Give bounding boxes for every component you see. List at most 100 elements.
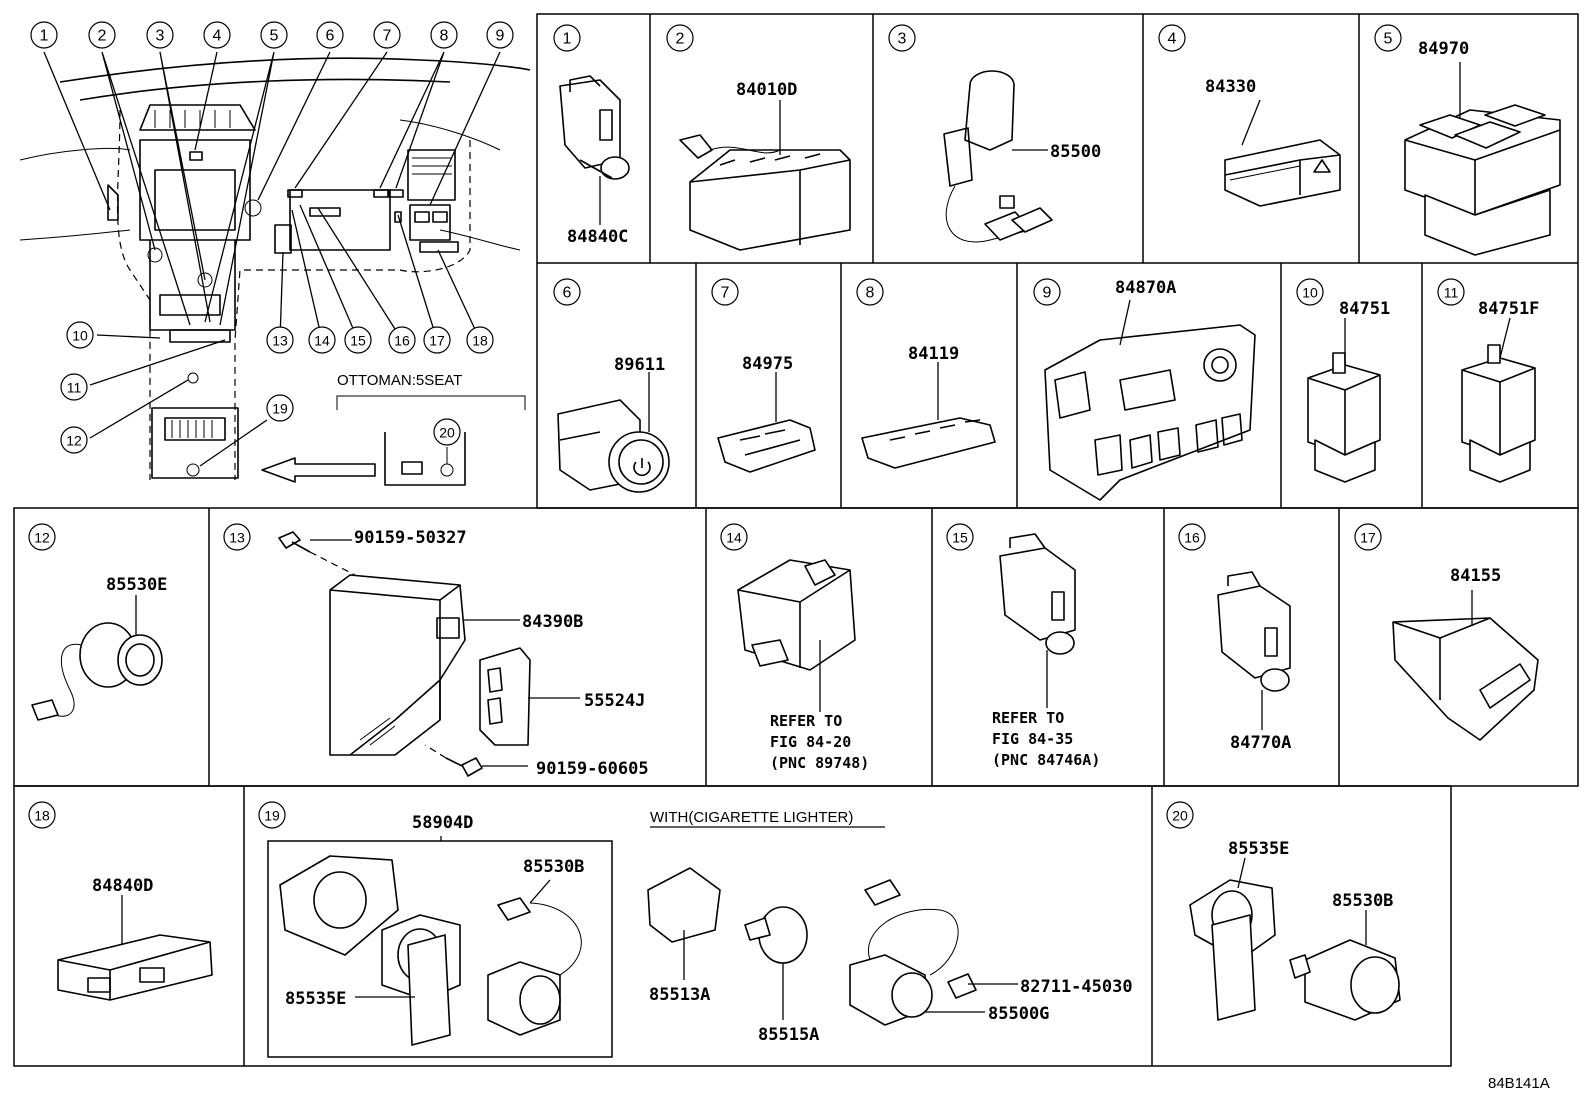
part-number-label: 85515A bbox=[758, 1025, 819, 1045]
overview-callout-17: 17 bbox=[423, 326, 451, 354]
part-number-label: 84751F bbox=[1478, 299, 1539, 319]
part-number-label: 85500 bbox=[1050, 142, 1101, 162]
overview-callout-18: 18 bbox=[466, 326, 494, 354]
part-number-label: 84870A bbox=[1115, 278, 1176, 298]
callout-number: 18 bbox=[34, 808, 50, 824]
panel-callout-5: 5 bbox=[1374, 24, 1402, 52]
part-number-label: 84840D bbox=[92, 876, 153, 896]
callout-number: 12 bbox=[34, 530, 50, 546]
overview-callout-13: 13 bbox=[266, 326, 294, 354]
callout-number: 9 bbox=[1043, 285, 1052, 302]
figure-id: 84B141A bbox=[1488, 1075, 1550, 1092]
switch-icon bbox=[861, 417, 996, 469]
part-number-label: 84975 bbox=[742, 354, 793, 374]
switch-icon bbox=[717, 419, 816, 473]
overview-callout-11: 11 bbox=[60, 373, 88, 401]
part-number-label: 84390B bbox=[522, 612, 583, 632]
panel-callout-4: 4 bbox=[1158, 24, 1186, 52]
switch-icon bbox=[1392, 590, 1539, 741]
part-number-label: 85500G bbox=[988, 1004, 1049, 1024]
power-button-icon bbox=[557, 399, 670, 493]
switch-icon bbox=[1461, 344, 1536, 483]
overview-callout-7: 7 bbox=[373, 21, 401, 49]
callout-number: 6 bbox=[326, 28, 335, 45]
part-number-label: 85535E bbox=[1228, 839, 1289, 859]
callout-number: 10 bbox=[72, 328, 88, 344]
callout-number: 1 bbox=[40, 28, 49, 45]
switch-icon bbox=[57, 934, 213, 1001]
panel-callout-7: 7 bbox=[711, 278, 739, 306]
callout-number: 8 bbox=[440, 28, 449, 45]
part-number-label: 84970 bbox=[1418, 39, 1469, 59]
panel-callout-12: 12 bbox=[28, 523, 56, 551]
overview-callout-2: 2 bbox=[88, 21, 116, 49]
overview-callout-3: 3 bbox=[146, 21, 174, 49]
switch-icon bbox=[999, 533, 1076, 708]
part-number-label: 85530B bbox=[1332, 891, 1393, 911]
cover-55524J bbox=[479, 647, 531, 746]
part-number-label: 90159-50327 bbox=[354, 528, 467, 548]
callout-number: 11 bbox=[1444, 285, 1459, 301]
part-number-label: 84119 bbox=[908, 344, 959, 364]
part-number-label: 85535E bbox=[285, 989, 346, 1009]
callout-number: 14 bbox=[726, 530, 742, 546]
panel-grid bbox=[13, 13, 1579, 1067]
part-number-label: 58904D bbox=[412, 813, 473, 833]
switch-icon bbox=[559, 75, 630, 180]
overview-callout-8: 8 bbox=[430, 21, 458, 49]
overview-callout-20: 20 bbox=[433, 418, 461, 446]
callout-number: 3 bbox=[898, 31, 907, 48]
panel-callout-14: 14 bbox=[720, 523, 748, 551]
part-number-label: 55524J bbox=[584, 691, 645, 711]
callout-number: 5 bbox=[270, 28, 279, 45]
callout-number: 18 bbox=[472, 333, 488, 349]
overview-callout-1: 1 bbox=[30, 21, 58, 49]
callout-number: 6 bbox=[563, 285, 572, 302]
cigarette-lighter-icon bbox=[31, 622, 163, 721]
callout-number: 1 bbox=[563, 31, 572, 48]
callout-number: 19 bbox=[272, 401, 288, 417]
overview-callout-19: 19 bbox=[266, 394, 294, 422]
callout-number: 4 bbox=[1168, 31, 1177, 48]
callout-number: 7 bbox=[383, 28, 392, 45]
callout-number: 20 bbox=[1172, 808, 1188, 824]
callout-number: 7 bbox=[721, 285, 730, 302]
panel-callout-15: 15 bbox=[946, 523, 974, 551]
panel-callout-10: 10 bbox=[1296, 278, 1324, 306]
callout-number: 14 bbox=[314, 333, 330, 349]
overview-callout-12: 12 bbox=[60, 426, 88, 454]
callout-number: 8 bbox=[866, 285, 875, 302]
panel-callout-2: 2 bbox=[666, 24, 694, 52]
panel-callout-19: 19 bbox=[258, 801, 286, 829]
overview-callout-15: 15 bbox=[344, 326, 372, 354]
overview-callout-4: 4 bbox=[203, 21, 231, 49]
part-number-label: 85513A bbox=[649, 985, 710, 1005]
part-number-label: 90159-60605 bbox=[536, 759, 649, 779]
panel-callout-11: 11 bbox=[1437, 278, 1465, 306]
part-number-label: 82711-45030 bbox=[1020, 977, 1133, 997]
callout-number: 4 bbox=[213, 28, 222, 45]
reference-note: (PNC 89748) bbox=[770, 754, 869, 772]
switch-icon bbox=[679, 134, 851, 251]
connector-icon bbox=[737, 559, 856, 712]
bracket-84390B bbox=[329, 574, 466, 756]
reference-note: REFER TO bbox=[992, 709, 1064, 727]
part-number-label: 89611 bbox=[614, 355, 665, 375]
callout-number: 11 bbox=[67, 380, 82, 396]
panel-callout-1: 1 bbox=[553, 24, 581, 52]
switch-icon bbox=[1217, 571, 1291, 730]
reference-note: FIG 84-35 bbox=[992, 730, 1073, 748]
cigarette-lighter-icon bbox=[279, 855, 582, 1046]
cigarette-lighter-icon bbox=[647, 867, 977, 1026]
callout-number: 17 bbox=[429, 333, 445, 349]
part-number-label: 84155 bbox=[1450, 566, 1501, 586]
part-number-label: 84840C bbox=[567, 227, 628, 247]
panel-callout-17: 17 bbox=[1354, 523, 1382, 551]
ottoman-label: OTTOMAN:5SEAT bbox=[337, 372, 462, 389]
part-number-label: 84010D bbox=[736, 80, 797, 100]
callout-number: 13 bbox=[272, 333, 288, 349]
callout-number: 20 bbox=[439, 425, 455, 441]
